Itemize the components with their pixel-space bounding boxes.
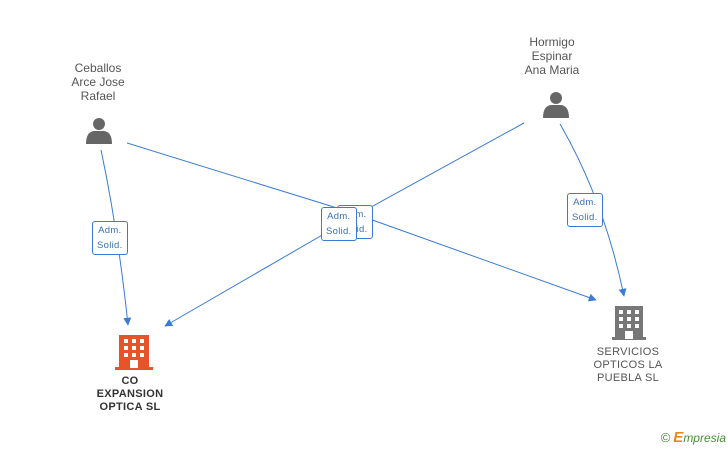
person-label[interactable]: Hormigo Espinar Ana Maria: [524, 35, 580, 77]
role-box: Adm. Solid.: [321, 207, 357, 241]
person-label[interactable]: Ceballos Arce Jose Rafael: [71, 61, 125, 103]
role-box: Adm. Solid.: [92, 221, 128, 255]
role-box: Adm. Solid.: [567, 193, 603, 227]
brand-name: mpresia: [683, 431, 726, 445]
copyright-mark: ©: [660, 430, 671, 445]
building-icon[interactable]: [612, 306, 646, 340]
person-icon[interactable]: [543, 92, 569, 118]
brand-logo: ©Empresia: [661, 429, 726, 446]
person-icon[interactable]: [86, 118, 112, 144]
company-label[interactable]: CO EXPANSION OPTICA SL: [96, 375, 164, 413]
brand-initial: E: [673, 429, 684, 446]
building-icon[interactable]: [115, 335, 153, 370]
company-label[interactable]: SERVICIOS OPTICOS LA PUEBLA SL: [593, 346, 663, 384]
